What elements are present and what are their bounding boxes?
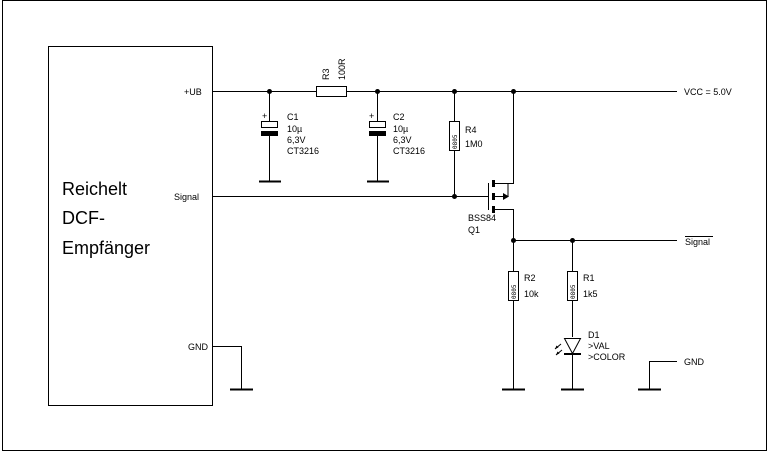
- resistor-r4: [449, 121, 460, 151]
- wire-gnd-net: [649, 361, 677, 390]
- c1-value: 10µ: [287, 124, 302, 134]
- net-label-gnd: GND: [684, 357, 705, 367]
- r1-footprint: 0805: [570, 284, 577, 299]
- pin-label-gnd: GND: [188, 342, 209, 352]
- r2-ref: R2: [524, 273, 536, 283]
- d1-color: >COLOR: [588, 352, 626, 362]
- pin-label-signal: Signal: [174, 192, 199, 202]
- resistor-r3: [316, 86, 347, 97]
- pin-label-ub: +UB: [184, 87, 202, 97]
- r1-ref: R1: [583, 273, 595, 283]
- resistor-r2: [508, 271, 519, 301]
- net-label-vcc: VCC = 5.0V: [684, 87, 732, 97]
- capacitor-c1: [259, 91, 281, 183]
- r1-value: 1k5: [583, 289, 598, 299]
- module-name-line2: DCF-: [62, 208, 105, 228]
- q1-ref: Q1: [468, 225, 480, 235]
- r3-ref: R3: [321, 68, 331, 80]
- r3-value: 100R: [337, 58, 347, 80]
- r4-value: 1M0: [465, 139, 483, 149]
- c1-voltage: 6,3V: [287, 135, 306, 145]
- module-name-line3: Empfänger: [62, 238, 150, 258]
- resistor-r1: [567, 271, 578, 301]
- module-name-line1: Reichelt: [62, 179, 127, 199]
- c1-package: CT3216: [287, 146, 319, 156]
- capacitor-c2: [367, 91, 389, 183]
- c2-package: CT3216: [393, 146, 425, 156]
- wire-module-gnd: [212, 346, 242, 390]
- r4-ref: R4: [465, 125, 477, 135]
- r2-footprint: 0805: [511, 284, 518, 299]
- c2-ref: C2: [393, 112, 405, 122]
- dcf-receiver-module: [48, 46, 213, 406]
- c2-value: 10µ: [393, 124, 408, 134]
- c2-polarity: +: [369, 111, 374, 121]
- d1-value: >VAL: [588, 341, 610, 351]
- c1-polarity: +: [262, 111, 267, 121]
- c2-voltage: 6,3V: [393, 135, 412, 145]
- d1-ref: D1: [588, 330, 600, 340]
- net-label-signal-out: Signal: [685, 237, 710, 247]
- q1-part: BSS84: [468, 213, 496, 223]
- led-d1: [554, 338, 584, 391]
- mosfet-q1: [488, 91, 514, 241]
- r4-footprint: 0805: [452, 134, 459, 149]
- c1-ref: C1: [287, 112, 299, 122]
- r2-value: 10k: [524, 289, 539, 299]
